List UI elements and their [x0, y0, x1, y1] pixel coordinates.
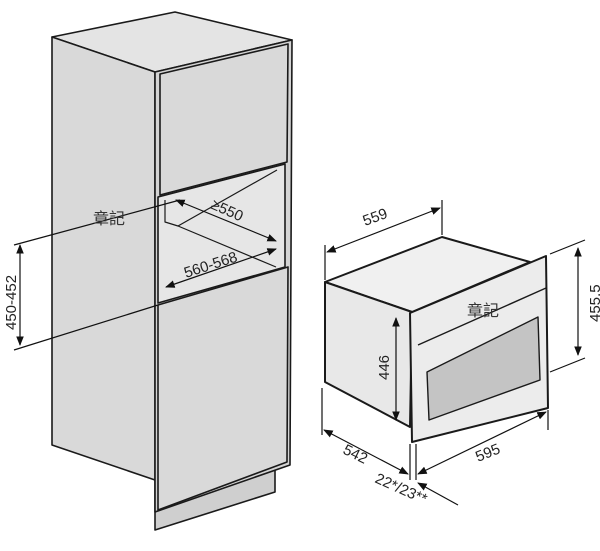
appliance-window [426, 316, 541, 421]
watermark-right: 章記 [467, 301, 499, 320]
body-height-label: 446 [376, 355, 393, 380]
niche-height-label: 450-452 [3, 275, 20, 330]
control-strip-line [417, 287, 547, 346]
cabinet-side-panel [51, 36, 156, 481]
appliance [324, 236, 549, 443]
front-width-label: 595 [473, 441, 503, 466]
cabinet-dimensions [13, 199, 277, 351]
appliance-dimensions [321, 200, 586, 506]
front-thickness-label: 22*/23** [372, 470, 429, 508]
depth-top-label: 559 [361, 205, 390, 230]
niche-inner-back [164, 169, 278, 227]
upper-door [159, 43, 289, 196]
watermark-left: 章記 [93, 209, 125, 228]
body-depth-label: 542 [340, 441, 370, 467]
appliance-side [324, 281, 413, 428]
front-height-label: 455,5 [587, 284, 600, 322]
tall-cabinet [51, 11, 293, 531]
